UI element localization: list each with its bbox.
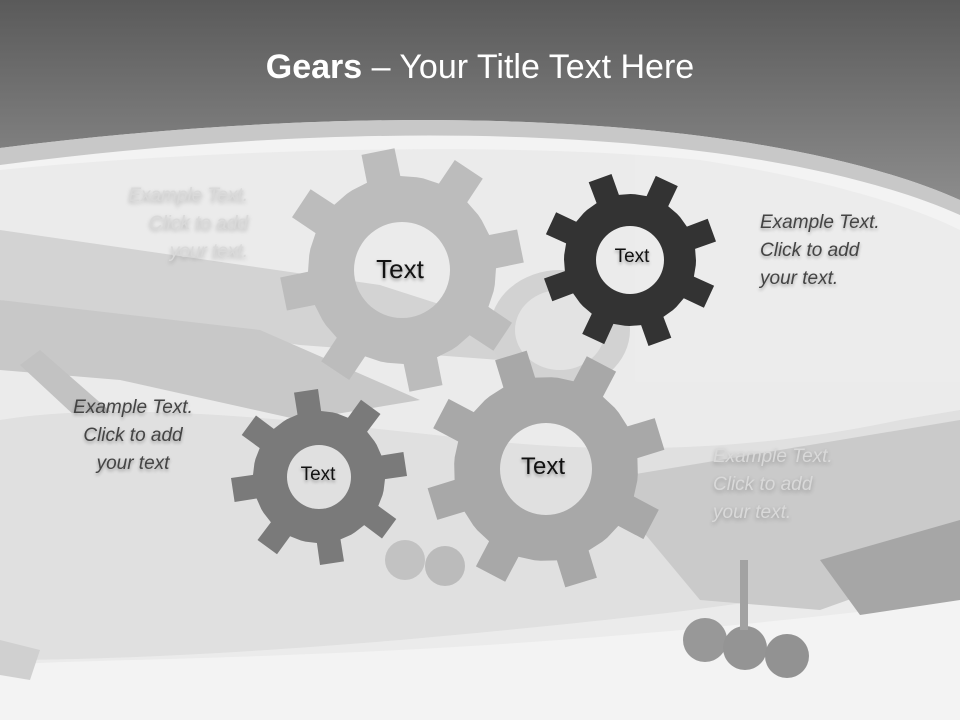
note-line: your text. — [760, 268, 839, 289]
large-medium-gear[interactable] — [427, 350, 665, 588]
gear-label-small-medium: Text — [300, 464, 336, 485]
gear-label-large-medium: Text — [520, 453, 565, 480]
example-note-bottom-right[interactable]: Example Text. Click to add your text. — [713, 443, 903, 527]
title-rest: – Your Title Text Here — [362, 48, 695, 86]
title-strong: Gears — [265, 48, 363, 86]
note-line: your text. — [713, 502, 792, 523]
note-line: Example Text. — [73, 397, 193, 418]
gear-label-large-light: Text — [376, 254, 424, 284]
example-note-middle-left[interactable]: Example Text. Click to add your text — [58, 394, 208, 478]
gear-label-dark: Text — [614, 246, 650, 267]
note-line: your text. — [169, 241, 248, 262]
slide-title[interactable]: Gears – Your Title Text Here — [0, 48, 960, 87]
note-line: Example Text. — [128, 185, 248, 206]
note-line: Example Text. — [713, 446, 833, 467]
note-line: Click to add — [83, 425, 183, 446]
note-line: Click to add — [148, 213, 248, 234]
note-line: Example Text. — [760, 212, 880, 233]
large-light-gear[interactable] — [280, 148, 524, 392]
header-swoosh — [0, 120, 960, 215]
note-line: Click to add — [760, 240, 860, 261]
note-line: Click to add — [713, 474, 813, 495]
header-band — [0, 0, 960, 200]
example-note-top-left[interactable]: Example Text. Click to add your text. — [70, 182, 248, 266]
example-note-top-right[interactable]: Example Text. Click to add your text. — [760, 209, 950, 293]
dark-gear[interactable] — [544, 174, 716, 346]
note-line: your text — [96, 453, 170, 474]
small-medium-gear[interactable] — [231, 389, 407, 565]
